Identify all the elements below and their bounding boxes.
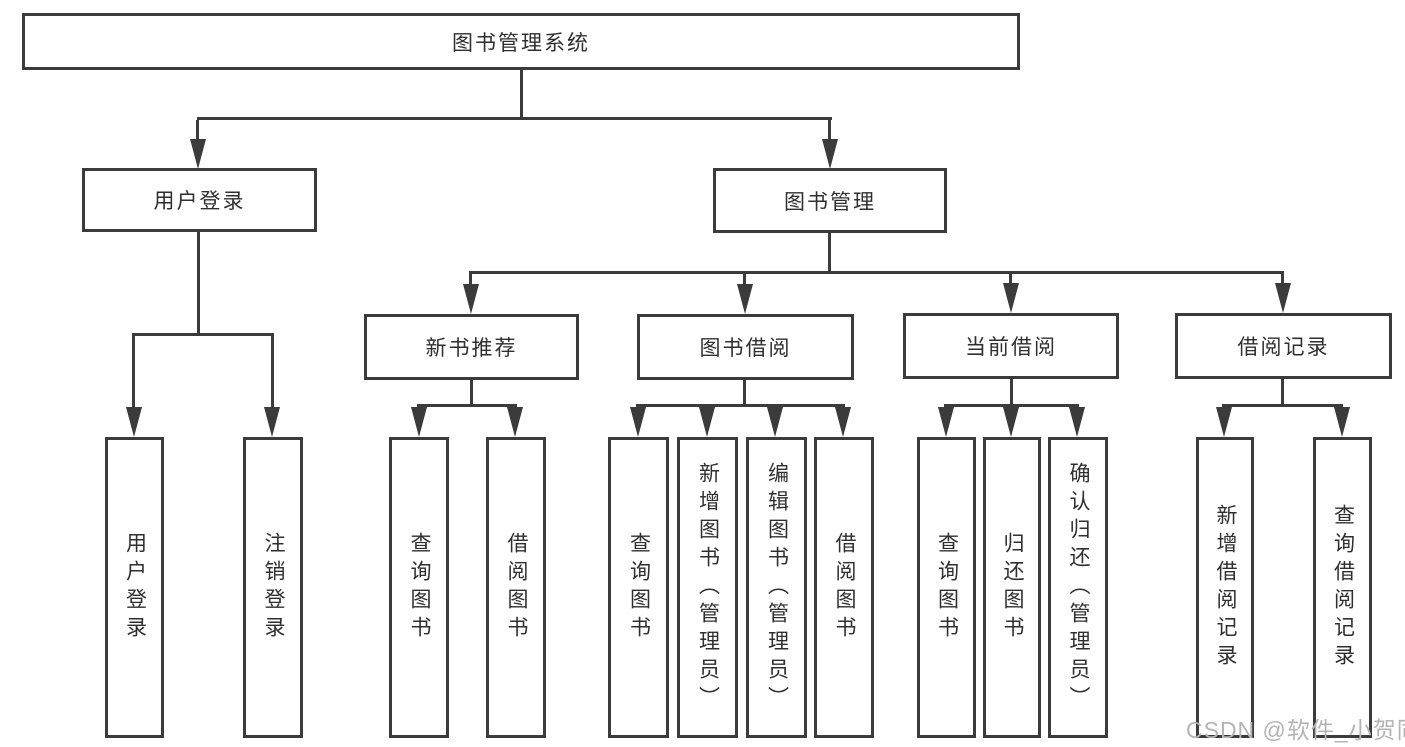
csdn-watermark: CSDN @软件_小贺同学 bbox=[1186, 717, 1405, 743]
connector-g3-bar bbox=[944, 404, 1079, 407]
arrowhead-current-borrowing bbox=[1003, 283, 1019, 313]
connector-book-management-down bbox=[828, 233, 831, 273]
node-edit-book-admin: 编辑图书（管理员） bbox=[746, 437, 807, 738]
node-return-books: 归还图书 bbox=[983, 437, 1041, 738]
connector-book-borrowing-stem bbox=[743, 274, 746, 288]
node-query-books-borrowing: 查询图书 bbox=[608, 437, 669, 738]
node-user-login: 用户登录 bbox=[82, 168, 317, 232]
connector-root-stem bbox=[520, 70, 523, 118]
arrowhead-book-management bbox=[822, 139, 838, 169]
arrowhead-g3-return-books bbox=[1003, 407, 1019, 437]
arrowhead-g2-edit-book bbox=[767, 407, 783, 437]
connector-g2-bar bbox=[636, 404, 845, 407]
arrowhead-g3-query-books bbox=[938, 407, 954, 437]
connector-root-horizontal bbox=[197, 117, 832, 120]
connector-g1-down bbox=[470, 380, 473, 406]
node-confirm-return-admin: 确认归还（管理员） bbox=[1048, 437, 1108, 738]
connector-borrowing-records-stem bbox=[1281, 274, 1284, 288]
connector-g2-down bbox=[743, 380, 746, 406]
node-new-book-recommend: 新书推荐 bbox=[364, 314, 579, 380]
node-query-books-recommend: 查询图书 bbox=[389, 437, 449, 738]
node-borrow-books-recommend: 借阅图书 bbox=[486, 437, 546, 738]
node-library-system: 图书管理系统 bbox=[22, 13, 1020, 70]
node-query-borrow-record: 查询借阅记录 bbox=[1313, 437, 1372, 738]
arrowhead-g1-query-books bbox=[411, 407, 427, 437]
node-user-login-action: 用户登录 bbox=[105, 437, 164, 738]
node-borrowing-records: 借阅记录 bbox=[1175, 313, 1392, 379]
node-current-borrowing: 当前借阅 bbox=[903, 313, 1119, 379]
arrowhead-logout-leaf bbox=[264, 407, 280, 437]
connector-logout-leaf-stem bbox=[271, 336, 274, 408]
arrowhead-new-book bbox=[463, 284, 479, 314]
connector-book-management-bar bbox=[469, 271, 1284, 274]
arrowhead-g2-query-books bbox=[630, 407, 646, 437]
connector-user-login-stem bbox=[196, 120, 199, 142]
arrowhead-g4-query-record bbox=[1334, 407, 1350, 437]
connector-user-login-down bbox=[197, 232, 200, 336]
connector-login-leaf-stem bbox=[132, 336, 135, 408]
connector-book-management-stem bbox=[828, 120, 831, 142]
arrowhead-g2-add-book bbox=[699, 407, 715, 437]
connector-g4-bar bbox=[1222, 404, 1343, 407]
arrowhead-g2-borrow-books bbox=[835, 407, 851, 437]
arrowhead-g1-borrow-books bbox=[507, 407, 523, 437]
connector-user-login-bar bbox=[132, 333, 274, 336]
arrowhead-user-login bbox=[190, 139, 206, 169]
connector-current-borrowing-stem bbox=[1009, 274, 1012, 288]
connector-g3-down bbox=[1010, 379, 1013, 406]
node-logout-action: 注销登录 bbox=[243, 437, 303, 738]
arrowhead-login-leaf bbox=[126, 407, 142, 437]
arrowhead-g3-confirm-return bbox=[1069, 407, 1085, 437]
connector-g1-bar bbox=[417, 404, 517, 407]
arrowhead-book-borrowing bbox=[737, 284, 753, 314]
arrowhead-borrowing-records bbox=[1275, 283, 1291, 313]
node-book-management: 图书管理 bbox=[713, 168, 947, 233]
node-add-borrow-record: 新增借阅记录 bbox=[1196, 437, 1254, 738]
node-borrow-books-borrowing: 借阅图书 bbox=[814, 437, 874, 738]
connector-new-book-stem bbox=[469, 274, 472, 288]
arrowhead-g4-add-record bbox=[1216, 407, 1232, 437]
connector-g4-down bbox=[1281, 379, 1284, 406]
node-add-book-admin: 新增图书（管理员） bbox=[677, 437, 738, 738]
node-query-books-current: 查询图书 bbox=[917, 437, 976, 738]
node-book-borrowing: 图书借阅 bbox=[637, 314, 854, 380]
